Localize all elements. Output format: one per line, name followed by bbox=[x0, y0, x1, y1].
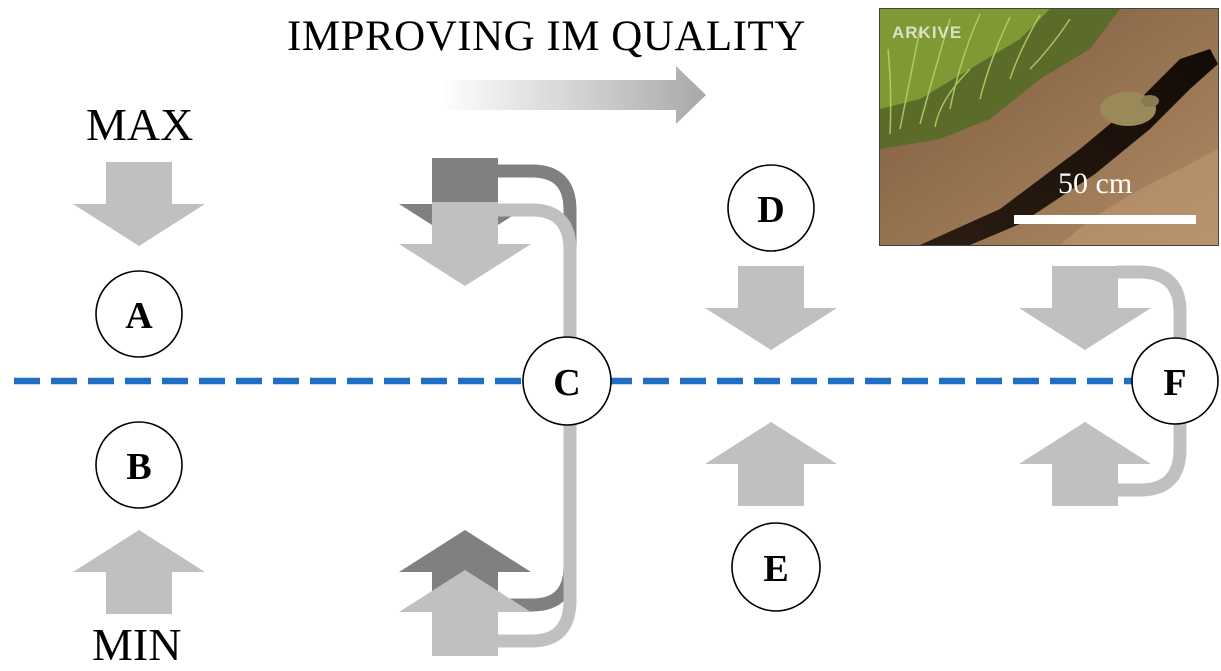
scale-label: 50 cm bbox=[1058, 167, 1133, 200]
node-d-label: D bbox=[757, 189, 784, 231]
f-down-arrow bbox=[1019, 266, 1151, 350]
node-a: A bbox=[95, 270, 183, 358]
min-label: MIN bbox=[92, 619, 182, 670]
light-loop-connector bbox=[498, 203, 577, 648]
node-f-label: F bbox=[1163, 362, 1186, 404]
max-down-arrow bbox=[73, 162, 205, 246]
scale-bar bbox=[1014, 215, 1196, 224]
node-c: C bbox=[522, 336, 612, 426]
improvement-arrow bbox=[440, 66, 706, 124]
node-e: E bbox=[731, 522, 821, 612]
e-up-arrow bbox=[705, 422, 837, 506]
burrow-photo: ARKIVE 50 cm bbox=[879, 8, 1219, 246]
f-up-arrow bbox=[1019, 422, 1151, 506]
node-b-label: B bbox=[126, 446, 151, 488]
node-c-label: C bbox=[553, 362, 580, 404]
max-label: MAX bbox=[86, 99, 194, 150]
node-f: F bbox=[1131, 337, 1219, 425]
node-b: B bbox=[95, 421, 183, 509]
arkive-watermark: ARKIVE bbox=[892, 23, 963, 42]
node-a-label: A bbox=[125, 295, 153, 337]
diagram-title: IMPROVING IM QUALITY bbox=[287, 13, 806, 60]
light-up-arrow bbox=[399, 570, 531, 656]
light-down-arrow bbox=[399, 202, 531, 286]
node-e-label: E bbox=[763, 548, 788, 590]
node-d: D bbox=[727, 164, 815, 252]
min-up-arrow bbox=[73, 530, 205, 614]
d-down-arrow bbox=[705, 266, 837, 350]
